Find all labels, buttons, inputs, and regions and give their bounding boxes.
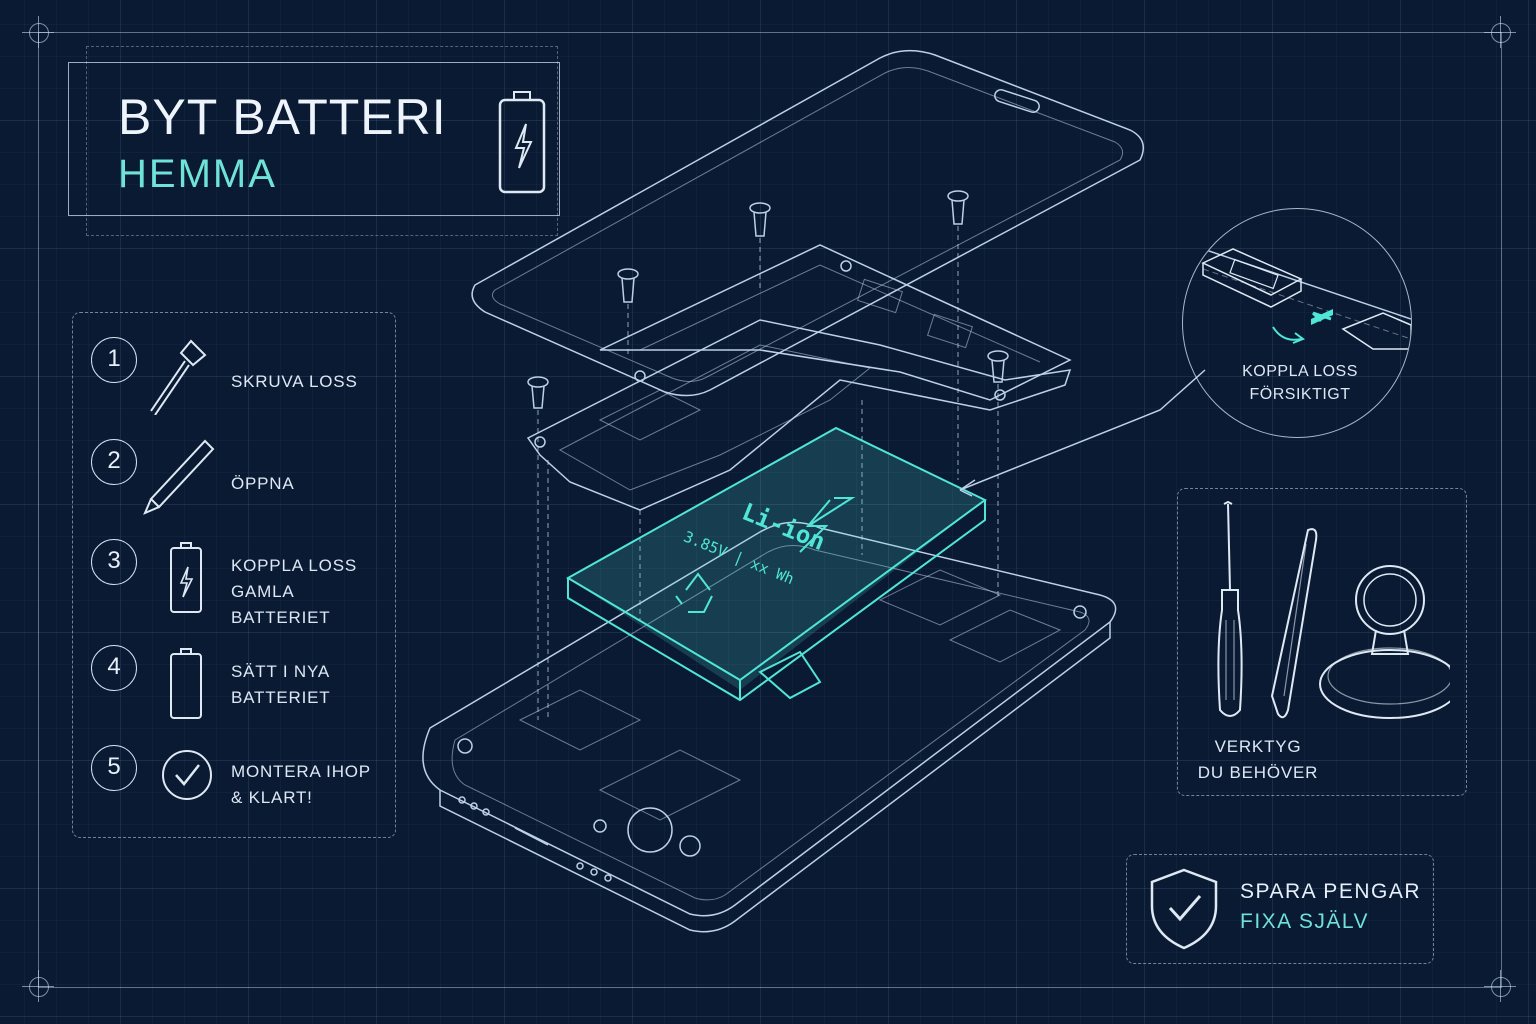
shield-check-icon — [1150, 868, 1218, 950]
corner-mark — [1484, 970, 1516, 1002]
page-subtitle: HEMMA — [118, 152, 277, 196]
step-5: 5 MONTERA IHOP & KLART! — [73, 741, 395, 821]
step-number: 5 — [91, 745, 137, 791]
screw — [527, 376, 549, 720]
page-title: BYT BATTERI — [118, 89, 447, 145]
phone-chassis — [422, 521, 1117, 933]
blueprint-frame — [38, 32, 1502, 988]
callout-label: KOPPLA LOSS FÖRSIKTIGT — [1242, 363, 1358, 403]
step-4: 4 SÄTT I NYA BATTERIET — [73, 641, 395, 721]
tools-label: VERKTYG DU BEHÖVER — [1197, 737, 1319, 782]
step-label: SÄTT I NYA BATTERIET — [231, 662, 331, 707]
tools-illustration — [1217, 500, 1450, 719]
upper-bracket — [599, 244, 1072, 401]
battery-icon — [170, 648, 202, 719]
battery-charging-icon — [170, 542, 202, 613]
title-frame — [68, 62, 560, 216]
step-label: ÖPPNA — [231, 474, 295, 493]
step-number: 2 — [91, 439, 137, 485]
corner-mark — [1484, 16, 1516, 48]
battery-charging-icon — [498, 91, 546, 194]
recycle-icon — [675, 572, 713, 613]
midframe-plate — [526, 319, 1072, 511]
screw — [617, 268, 639, 356]
pry-tool-icon — [143, 439, 215, 515]
savings-panel — [1126, 854, 1434, 964]
steps-panel: 1 SKRUVA LOSS 2 ÖPPNA 3 KOPPLA LOSS GAML… — [72, 312, 396, 838]
corner-mark — [22, 16, 54, 48]
phone-screen — [471, 49, 1145, 397]
savings-line-1: SPARA PENGAR — [1240, 880, 1421, 903]
tools-panel — [1177, 488, 1467, 796]
li-ion-battery: Li-ion 3.85V | xx Wh — [565, 426, 987, 702]
savings-line-2: FIXA SJÄLV — [1240, 910, 1369, 933]
connector-detail-icon — [1201, 248, 1411, 350]
step-number: 1 — [91, 337, 137, 383]
screw — [749, 202, 771, 292]
screw — [947, 190, 969, 480]
step-label: MONTERA IHOP & KLART! — [231, 762, 371, 807]
step-1: 1 SKRUVA LOSS — [73, 327, 395, 415]
step-label: SKRUVA LOSS — [231, 372, 358, 391]
step-number: 4 — [91, 645, 137, 691]
step-2: 2 ÖPPNA — [73, 429, 395, 515]
check-circle-icon — [162, 750, 212, 800]
callout-leader-line — [959, 369, 1206, 491]
step-label: KOPPLA LOSS GAMLA BATTERIET — [231, 556, 357, 627]
screws — [527, 190, 1009, 720]
screwdriver-icon — [1217, 500, 1243, 717]
spudger-icon — [1270, 528, 1318, 719]
step-number: 3 — [91, 539, 137, 585]
connector-callout — [1182, 208, 1412, 438]
suction-cup-icon — [1319, 565, 1450, 719]
screwdriver-icon — [150, 339, 207, 415]
step-3: 3 KOPPLA LOSS GAMLA BATTERIET — [73, 535, 395, 627]
corner-mark — [22, 970, 54, 1002]
screw — [987, 350, 1009, 600]
title-frame-outer — [86, 46, 558, 236]
